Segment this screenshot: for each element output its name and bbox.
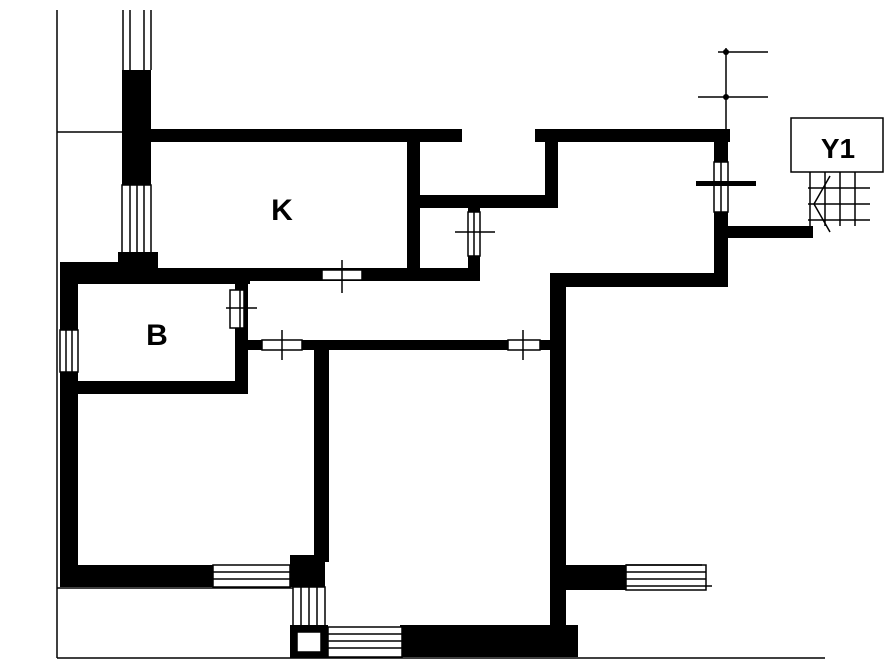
window-top-left <box>118 10 158 270</box>
room-label-kitchen: K <box>271 194 293 227</box>
room-label-bath: B <box>146 319 168 352</box>
antenna-lines <box>698 48 768 133</box>
doors <box>226 161 756 360</box>
site-boundary <box>56 10 825 659</box>
walls <box>60 129 813 657</box>
windows <box>59 329 712 658</box>
entrance-stairs <box>790 117 884 233</box>
entrance-label: Y1 <box>821 133 855 164</box>
